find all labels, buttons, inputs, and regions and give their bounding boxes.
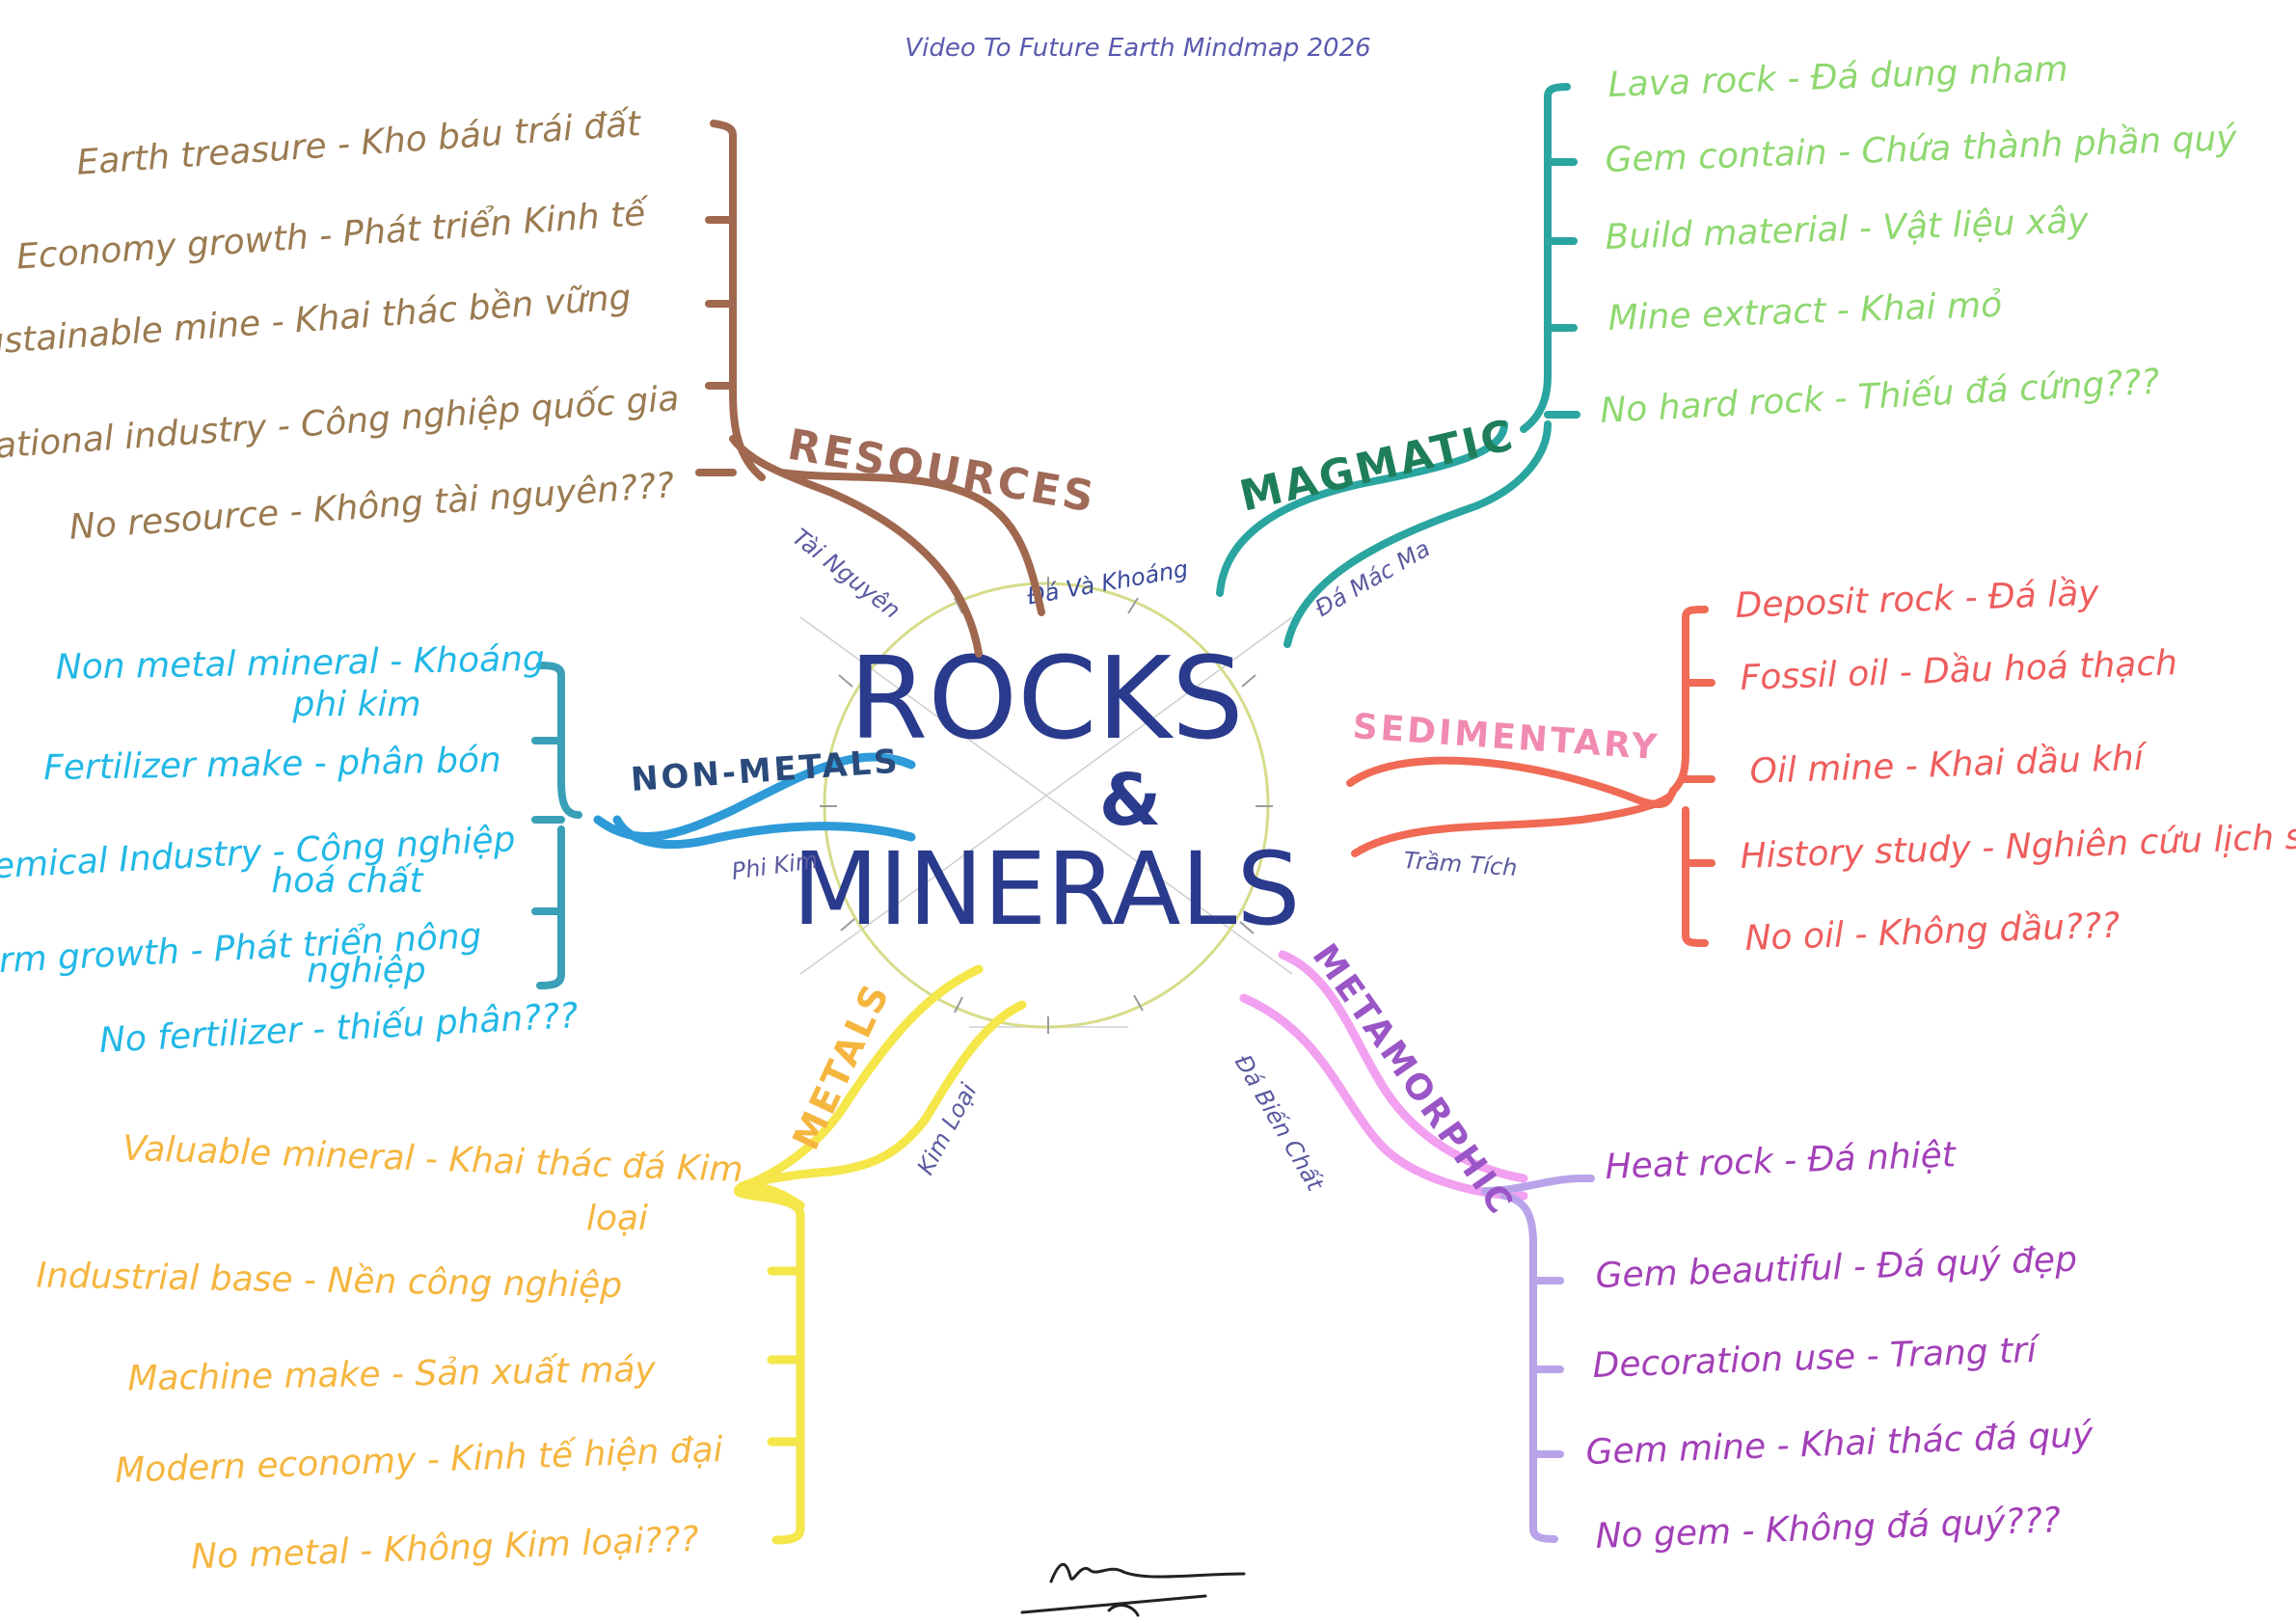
resources-item: Economy growth - Phát triển Kinh tế xyxy=(15,194,652,278)
metamorphic-item: No gem - Không đá quý??? xyxy=(1595,1501,2062,1556)
center-ticks xyxy=(820,577,1273,1034)
metals-ticks xyxy=(767,1266,805,1447)
resources-connector-lower xyxy=(777,469,1045,616)
metamorphic-connector-upper xyxy=(1239,993,1528,1201)
sedimentary-item: No oil - Không dầu??? xyxy=(1744,906,2120,959)
magmatic-connector-upper xyxy=(1216,420,1508,597)
branch-magmatic: MAGMATIC Đá Mác Ma Lava rock - Đá dung n… xyxy=(1216,49,2238,648)
sedimentary-connector-upper xyxy=(1346,756,1677,809)
magmatic-item: Gem contain - Chứa thành phần quý xyxy=(1605,119,2238,180)
sedimentary-item: Deposit rock - Đá lầy xyxy=(1735,574,2100,626)
center-top-label: Đá Và Khoáng xyxy=(1025,555,1190,610)
resources-ticks xyxy=(695,216,737,476)
sedimentary-ticks xyxy=(1682,679,1715,867)
resources-title: RESOURCES xyxy=(784,420,1100,523)
center-title-minerals: MINERALS xyxy=(792,830,1300,948)
magmatic-ticks xyxy=(1544,158,1580,419)
magmatic-connector-lower xyxy=(1283,420,1552,648)
sedimentary-subtitle: Trầm Tích xyxy=(1403,847,1519,881)
magmatic-item: Build material - Vật liệu xây xyxy=(1605,202,2090,257)
sedimentary-item: History study - Nghiên cứu lịch sử xyxy=(1740,817,2296,877)
nonmetals-item: Non metal mineral - Khoáng xyxy=(56,639,546,688)
branch-metamorphic: METAMORPHIC Đá Biến Chất Heat rock - Đá … xyxy=(1229,937,2094,1556)
metals-item-cont: loại xyxy=(586,1199,648,1238)
metamorphic-item: Decoration use - Trang trí xyxy=(1592,1331,2042,1386)
metals-bracket xyxy=(734,1181,805,1545)
sedimentary-item: Oil mine - Khai dầu khí xyxy=(1749,739,2149,792)
nonmetals-connector-lower xyxy=(612,815,916,850)
nonmetals-item: Fertilizer make - phân bón xyxy=(43,741,501,788)
center-node: ROCKS & MINERALS Đá Và Khoáng xyxy=(792,555,1301,1034)
sedimentary-title: SEDIMENTARY xyxy=(1351,707,1661,768)
branch-nonmetals: NON-METALS Phi Kim Non metal mineral - K… xyxy=(0,639,916,1061)
metamorphic-subtitle: Đá Biến Chất xyxy=(1229,1050,1330,1197)
metamorphic-ticks xyxy=(1529,1277,1564,1458)
nonmetals-item: No fertilizer - thiếu phân??? xyxy=(98,996,580,1061)
sedimentary-item: Fossil oil - Dầu hoá thạch xyxy=(1740,643,2178,698)
metals-item: Machine make - Sản xuất máy xyxy=(127,1350,657,1399)
metals-item: Valuable mineral - Khai thác đá Kim xyxy=(122,1129,743,1190)
nonmetals-item: Chemical Industry - Công nghiệp xyxy=(0,820,516,889)
resources-item: National industry - Công nghiệp quốc gia xyxy=(0,379,681,468)
branch-metals: METALS Kim Loại Valuable mineral - Khai … xyxy=(36,964,1027,1577)
magmatic-bracket xyxy=(1520,83,1571,433)
metals-title: METALS xyxy=(784,976,898,1156)
page-title: Video To Future Earth Mindmap 2026 xyxy=(905,34,1370,63)
center-title-rocks: ROCKS xyxy=(849,632,1244,765)
magmatic-item: No hard rock - Thiếu đá cứng??? xyxy=(1599,363,2160,431)
metals-connector-upper xyxy=(738,964,984,1191)
resources-connector-upper xyxy=(729,435,983,658)
resources-item: No resource - Không tài nguyên??? xyxy=(68,466,675,548)
center-ampersand: & xyxy=(1099,759,1162,842)
nonmetals-item-cont: hoá chất xyxy=(271,861,424,901)
resources-item: Earth treasure - Kho báu trái đất xyxy=(75,104,643,183)
nonmetals-bracket xyxy=(536,662,582,989)
metals-connector-lower xyxy=(738,1000,1027,1191)
metamorphic-connector-lower xyxy=(1278,950,1528,1183)
nonmetals-ticks xyxy=(531,737,565,915)
resources-subtitle: Tài Nguyên xyxy=(787,524,905,624)
magmatic-item: Lava rock - Đá dung nham xyxy=(1607,49,2068,105)
metals-item: No metal - Không Kim loại??? xyxy=(190,1520,699,1577)
sedimentary-connector-lower xyxy=(1351,787,1677,857)
nonmetals-item-cont: phi kim xyxy=(291,685,420,724)
resources-item: Sustainable mine - Khai thác bền vững xyxy=(0,278,633,365)
signature xyxy=(1020,1563,1246,1617)
metamorphic-item: Gem beautiful - Đá quý đẹp xyxy=(1595,1240,2078,1296)
metamorphic-item: Gem mine - Khai thác đá quý xyxy=(1585,1416,2094,1473)
metals-item: Modern economy - Kinh tế hiện đại xyxy=(115,1430,724,1491)
magmatic-item: Mine extract - Khai mỏ xyxy=(1607,285,2003,338)
metamorphic-item: Heat rock - Đá nhiệt xyxy=(1605,1135,1958,1187)
metamorphic-bracket xyxy=(1481,1174,1595,1543)
metals-item: Industrial base - Nền công nghiệp xyxy=(36,1256,622,1306)
branch-sedimentary: SEDIMENTARY Trầm Tích Deposit rock - Đá … xyxy=(1346,574,2296,959)
branch-resources: RESOURCES Tài Nguyên Earth treasure - Kh… xyxy=(0,104,1100,658)
nonmetals-item-cont: nghiệp xyxy=(307,951,426,990)
